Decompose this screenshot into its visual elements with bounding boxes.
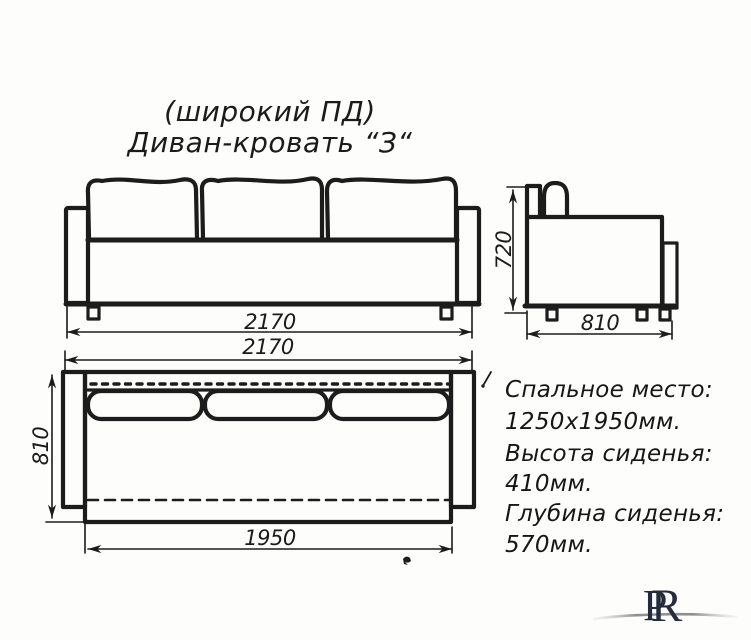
- spec-list: Спальное место: 1250х1950мм. Высота сиде…: [505, 377, 724, 558]
- front-width-label: 2170: [244, 310, 296, 334]
- top-cushion-middle: [202, 388, 330, 422]
- top-width-dimension: 2170: [64, 335, 473, 373]
- spec-line-seat-depth: Глубина сиденья:: [505, 501, 724, 527]
- top-depth-dimension: 810: [29, 374, 85, 523]
- side-foot-back: [545, 307, 559, 322]
- front-left-armrest: [63, 205, 91, 306]
- top-main-outline: [82, 369, 454, 525]
- side-foot-middle: [635, 307, 649, 322]
- top-left-armrest: [60, 369, 88, 510]
- front-left-foot: [86, 305, 101, 321]
- spec-line-sleeping-size: 1250х1950мм.: [505, 409, 681, 435]
- top-bed-length-dimension: 1950: [84, 523, 453, 554]
- top-width-label: 2170: [242, 335, 294, 359]
- spec-line-sleeping-place: Спальное место:: [505, 377, 713, 403]
- ink-blot-mark: [403, 556, 411, 565]
- side-front-panel: [661, 241, 679, 310]
- front-cushion-middle: [199, 176, 325, 241]
- top-cushion-right: [327, 388, 452, 422]
- title-line-1: (широкий ПД): [164, 95, 376, 128]
- side-body: [526, 214, 665, 308]
- top-view: 2170 810 1950: [29, 335, 492, 565]
- logo-letter-r: R: [651, 580, 683, 632]
- top-cushion-left: [85, 388, 205, 422]
- side-foot-front: [658, 307, 672, 322]
- side-height-label: 720: [492, 231, 516, 270]
- top-depth-label: 810: [29, 427, 53, 466]
- front-view: 2170: [63, 176, 482, 339]
- side-view: 720 810: [492, 180, 679, 340]
- front-cushion-left: [85, 177, 200, 241]
- front-width-dimension: 2170: [66, 306, 473, 339]
- spec-line-seat-height-value: 410мм.: [505, 471, 593, 497]
- spec-line-seat-depth-value: 570мм.: [505, 532, 593, 558]
- extension-lines: [504, 186, 534, 314]
- side-headrest-cushion: [541, 180, 570, 220]
- leader-tick-mark: [481, 371, 492, 388]
- logo-swoosh: [592, 612, 738, 621]
- logo: P R: [592, 580, 738, 632]
- side-depth-dimension: 810: [526, 310, 673, 340]
- top-bed-length-label: 1950: [244, 526, 296, 550]
- side-depth-label: 810: [581, 311, 620, 335]
- title-line-2: Диван-кровать “З“: [126, 126, 413, 159]
- front-cushion-right: [324, 176, 459, 241]
- front-right-armrest: [454, 205, 482, 306]
- front-right-foot: [439, 305, 454, 321]
- top-right-armrest: [448, 369, 477, 510]
- spec-line-seat-height: Высота сиденья:: [505, 441, 713, 467]
- logo-letter-p: P: [643, 581, 667, 630]
- side-backrest: [524, 183, 543, 309]
- side-height-dimension: 720: [492, 186, 534, 314]
